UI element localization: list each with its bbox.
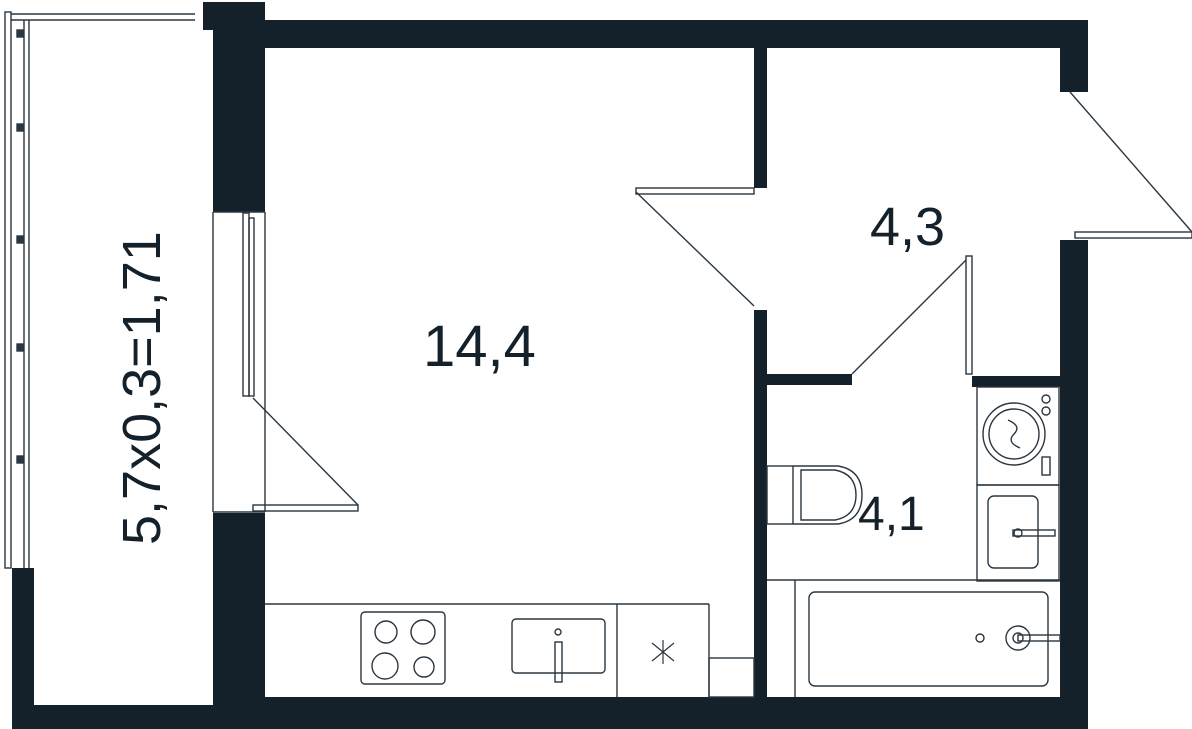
bathtub-icon	[767, 579, 1061, 697]
bathroom-sink-icon	[976, 484, 1060, 582]
cooktop-icon	[360, 611, 446, 685]
living-room-area-label: 14,4	[423, 314, 536, 379]
balcony-area-label: 5,7x0,3=1,71	[112, 231, 172, 545]
walls	[12, 2, 1088, 729]
toilet-icon	[766, 465, 863, 525]
washing-machine-icon	[976, 386, 1060, 486]
openings	[212, 91, 1192, 513]
fridge-icon	[651, 640, 675, 664]
hallway-area-label: 4,3	[870, 197, 945, 257]
bathroom-area-label: 4,1	[858, 488, 925, 541]
balcony	[4, 11, 195, 569]
kitchen-counter	[265, 603, 755, 698]
kitchen-sink-icon	[511, 618, 606, 683]
